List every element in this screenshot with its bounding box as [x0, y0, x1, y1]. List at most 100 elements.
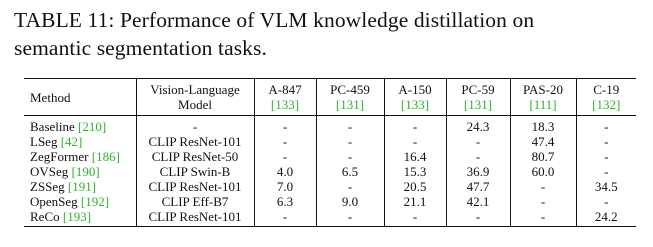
model-cell: CLIP ResNet-101 [135, 209, 254, 227]
model-cell: - [135, 115, 254, 134]
value-c19: 34.5 [575, 179, 636, 194]
method-name: Baseline [30, 119, 75, 134]
header-dataset-a150: A-150 [133] [383, 78, 446, 116]
value-pas20: 18.3 [509, 115, 576, 134]
header-dataset-name: A-847 [268, 82, 302, 97]
caption-line-1: TABLE 11: Performance of VLM knowledge d… [14, 8, 535, 32]
header-dataset-citation[interactable]: [111] [529, 97, 557, 112]
value-c19: - [575, 134, 636, 149]
value-pas20: 80.7 [509, 149, 576, 164]
value-pas20: 47.4 [509, 134, 576, 149]
value-pc59: - [445, 209, 510, 227]
method-cell: Baseline [210] [24, 116, 136, 134]
value-pas20: - [509, 209, 576, 227]
header-dataset-citation[interactable]: [132] [592, 97, 621, 112]
value-a150: 15.3 [383, 164, 446, 179]
header-dataset-pas20: PAS-20 [111] [509, 78, 576, 116]
header-model-line-2: Model [178, 97, 212, 112]
method-name: ZSSeg [30, 179, 65, 194]
table-row: Baseline [210] - - - - 24.3 18.3 - [24, 115, 636, 134]
value-pc59: 24.3 [445, 115, 510, 134]
value-pc59: 42.1 [445, 194, 510, 209]
value-pc59: - [445, 134, 510, 149]
method-name: OpenSeg [30, 194, 78, 209]
method-cell: OVSeg [190] [24, 164, 136, 179]
value-pc459: - [315, 209, 384, 227]
method-name: ReCo [30, 209, 60, 224]
value-a847: - [253, 134, 316, 149]
method-cell: LSeg [42] [24, 134, 136, 149]
method-name: LSeg [30, 134, 58, 149]
header-dataset-c19: C-19 [132] [575, 78, 636, 116]
method-citation[interactable]: [42] [60, 134, 83, 149]
method-cell: ZegFormer [186] [24, 149, 136, 164]
table-row: LSeg [42] CLIP ResNet-101 - - - - 47.4 - [24, 134, 636, 149]
value-c19: - [575, 164, 636, 179]
header-dataset-pc459: PC-459 [131] [315, 78, 384, 116]
value-a150: - [383, 115, 446, 134]
value-a847: 4.0 [253, 164, 316, 179]
value-pc59: 47.7 [445, 179, 510, 194]
header-dataset-citation[interactable]: [131] [463, 97, 493, 112]
value-a150: 21.1 [383, 194, 446, 209]
table-body: Baseline [210] - - - - 24.3 18.3 - LSeg … [24, 115, 636, 227]
model-cell: CLIP ResNet-101 [135, 134, 254, 149]
method-citation[interactable]: [210] [78, 119, 107, 134]
value-pc459: - [315, 115, 384, 134]
method-name: OVSeg [30, 164, 69, 179]
method-cell: OpenSeg [192] [24, 194, 136, 209]
table-row: OpenSeg [192] CLIP Eff-B7 6.3 9.0 21.1 4… [24, 194, 636, 209]
header-method: Method [30, 89, 71, 105]
value-pas20: 60.0 [509, 164, 576, 179]
method-citation[interactable]: [193] [62, 209, 92, 224]
header-dataset-a847: A-847 [133] [253, 78, 316, 116]
value-c19: 24.2 [575, 209, 636, 227]
header-dataset-name: PC-459 [330, 82, 370, 97]
value-a847: 7.0 [253, 179, 316, 194]
model-cell: CLIP ResNet-50 [135, 149, 254, 164]
results-table: Method Vision-Language Model A-847 [133]… [24, 78, 636, 227]
value-c19: - [575, 194, 636, 209]
value-c19: - [575, 115, 636, 134]
model-cell: CLIP Swin-B [135, 164, 254, 179]
header-dataset-citation[interactable]: [133] [400, 97, 430, 112]
value-a847: - [253, 115, 316, 134]
table-row: ZSSeg [191] CLIP ResNet-101 7.0 - 20.5 4… [24, 179, 636, 194]
table-row: OVSeg [190] CLIP Swin-B 4.0 6.5 15.3 36.… [24, 164, 636, 179]
method-name: ZegFormer [30, 149, 89, 164]
value-a847: 6.3 [253, 194, 316, 209]
value-pc59: 36.9 [445, 164, 510, 179]
method-cell: ZSSeg [191] [24, 179, 136, 194]
caption-line-2: semantic segmentation tasks. [14, 36, 267, 60]
table-row: ZegFormer [186] CLIP ResNet-50 - - 16.4 … [24, 149, 636, 164]
value-pc459: - [315, 134, 384, 149]
header-dataset-name: C-19 [593, 82, 620, 97]
value-a847: - [253, 209, 316, 227]
value-a150: - [383, 134, 446, 149]
method-cell: ReCo [193] [24, 209, 136, 227]
header-dataset-name: A-150 [398, 82, 432, 97]
value-pc459: 9.0 [315, 194, 384, 209]
header-dataset-citation[interactable]: [131] [335, 97, 365, 112]
header-model: Vision-Language Model [135, 78, 254, 116]
header-dataset-citation[interactable]: [133] [270, 97, 300, 112]
value-pas20: - [509, 194, 576, 209]
value-a150: 20.5 [383, 179, 446, 194]
value-a150: 16.4 [383, 149, 446, 164]
method-citation[interactable]: [192] [80, 194, 110, 209]
header-model-line-1: Vision-Language [150, 82, 240, 97]
header-dataset-pc59: PC-59 [131] [445, 78, 510, 116]
method-citation[interactable]: [190] [71, 164, 100, 179]
model-cell: CLIP ResNet-101 [135, 179, 254, 194]
method-citation[interactable]: [186] [91, 149, 120, 164]
value-a847: - [253, 149, 316, 164]
method-citation[interactable]: [191] [67, 179, 97, 194]
value-pc459: - [315, 149, 384, 164]
value-pas20: - [509, 179, 576, 194]
header-dataset-name: PC-59 [461, 82, 495, 97]
table-caption: TABLE 11: Performance of VLM knowledge d… [14, 6, 644, 62]
value-pc459: 6.5 [315, 164, 384, 179]
header-dataset-name: PAS-20 [523, 82, 563, 97]
table-row: ReCo [193] CLIP ResNet-101 - - - - - 24.… [24, 209, 636, 227]
